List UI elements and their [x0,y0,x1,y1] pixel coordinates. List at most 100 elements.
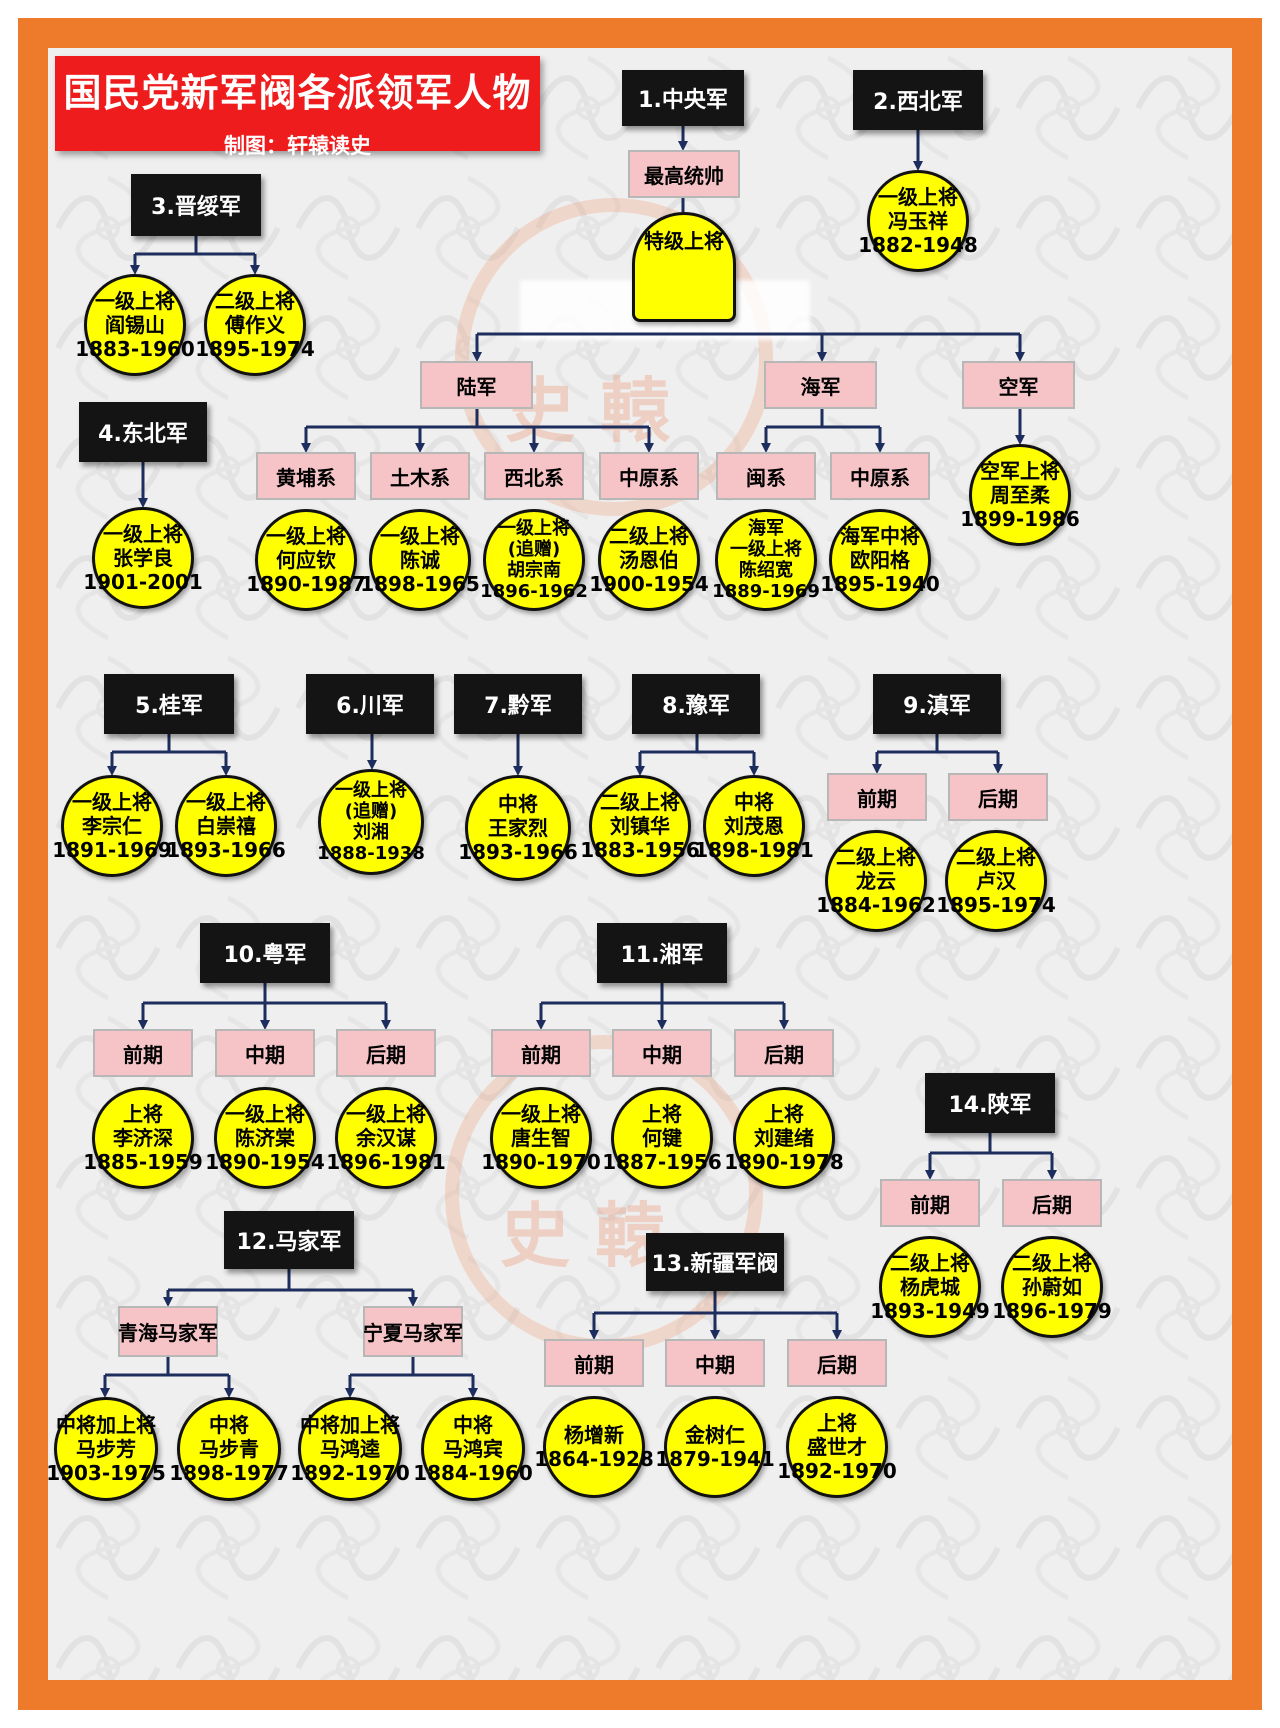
period-box: 前期 [93,1029,193,1077]
central-top-label: 最高统帅 [628,150,740,198]
person-text: 上将 [123,1102,163,1126]
person-text: 一级上将 [225,1102,305,1126]
faction-header-xinjiang: 13.新疆军阀 [646,1233,784,1291]
person-text: 刘茂恩 [724,814,784,838]
period-box: 后期 [948,773,1048,821]
person-text: 中将 [453,1413,493,1437]
period-box: 前期 [491,1029,591,1077]
person-text: (追赠) [507,539,561,560]
person-text: 李济深 [113,1126,173,1150]
person-text: 中将 [209,1413,249,1437]
page-subtitle: 制图：轩辕读史 [224,134,371,158]
person-text: 二级上将 [836,845,916,869]
person-text: 1899-1986 [960,507,1080,531]
person-text: 杨增新 [564,1423,624,1447]
faction-header-central: 1.中央军 [622,70,744,126]
person-text: 傅作义 [225,313,285,337]
person-text: 海军中将 [840,524,920,548]
person-text: 一级上将 [730,539,802,560]
period-box: 中期 [665,1339,765,1387]
person-text: 中将加上将 [56,1413,156,1437]
ma-group-qinghai: 青海马家军 [118,1306,218,1357]
person-text: 白崇禧 [196,814,256,838]
person-text: 余汉谋 [356,1126,416,1150]
central-airforce-box: 空军 [962,361,1075,409]
watermark-char: 史 [500,1194,570,1277]
person-text: 王家烈 [488,816,548,840]
faction-header-yu: 8.豫军 [632,674,760,734]
person-text: 1879-1941 [655,1447,775,1471]
person-text: 刘镇华 [610,814,670,838]
person-text: 1893-1949 [870,1299,990,1323]
person-text: 阎锡山 [105,313,165,337]
person-text: 唐生智 [511,1126,571,1150]
person-text: 一级上将 [266,524,346,548]
central-navy-box: 海军 [764,361,877,409]
period-box: 中期 [215,1029,315,1077]
person-text: 1892-1970 [777,1459,897,1483]
person-text: 何键 [642,1126,682,1150]
person-text: (追赠) [344,801,398,822]
person-text: 1890-1987 [246,572,366,596]
period-box: 中期 [612,1029,712,1077]
faction-header-chuan: 6.川军 [306,674,434,734]
person-text: 1896-1962 [480,581,588,602]
person-text: 金树仁 [685,1423,745,1447]
period-box: 前期 [880,1179,980,1227]
person-text: 1891-1969 [52,838,172,862]
person-text: 卢汉 [976,869,1016,893]
army-group-xibei: 西北系 [484,452,584,500]
person-text: 马鸿逵 [320,1437,380,1461]
army-group-huangpu: 黄埔系 [256,452,356,500]
central-special-oval: 特级上将 [632,212,736,322]
watermark-char: 轅 [600,369,670,452]
person-text: 1884-1960 [413,1461,533,1485]
person-text: 1896-1979 [992,1299,1112,1323]
person-text: 欧阳格 [850,548,910,572]
person-text: 一级上将 [346,1102,426,1126]
person-text: 1901-2001 [83,570,203,594]
person-text: 张学良 [113,546,173,570]
person-text: 中将加上将 [300,1413,400,1437]
person-text: 1883-1956 [580,838,700,862]
person-text: 1898-1977 [169,1461,289,1485]
person-text: 上将 [764,1102,804,1126]
navy-group-zhongyuan: 中原系 [830,452,930,500]
person-text: 1882-1948 [858,233,978,257]
faction-header-gui: 5.桂军 [104,674,234,734]
person-text: 马步青 [199,1437,259,1461]
person-text: 刘建绪 [754,1126,814,1150]
period-box: 后期 [787,1339,887,1387]
person-text: 马鸿宾 [443,1437,503,1461]
person-text: 1887-1956 [602,1150,722,1174]
central-army-box: 陆军 [420,361,533,409]
person-text: 1888-1938 [317,843,425,864]
person-text: 上将 [642,1102,682,1126]
faction-header-shaan: 14.陕军 [925,1073,1055,1133]
person-text: 胡宗南 [507,560,561,581]
person-text: 1898-1965 [360,572,480,596]
faction-header-dian: 9.滇军 [873,674,1001,734]
person-text: 二级上将 [600,790,680,814]
person-text: 中将 [734,790,774,814]
person-text: 1893-1966 [166,838,286,862]
person-text: 陈济棠 [235,1126,295,1150]
faction-header-yue: 10.粤军 [200,923,330,983]
person-text: 二级上将 [1012,1251,1092,1275]
